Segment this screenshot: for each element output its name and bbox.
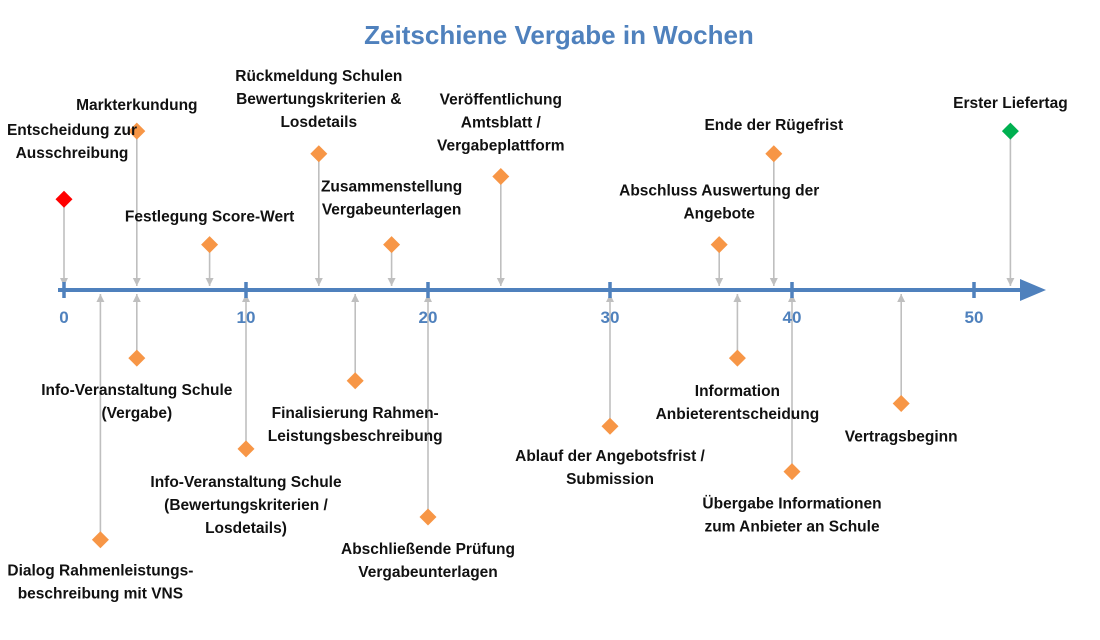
- event-label-line: Vergabeunterlagen: [358, 564, 498, 581]
- event-label-line: Information: [695, 383, 780, 400]
- event-label: Markterkundung: [76, 97, 197, 114]
- event-marker: [765, 145, 783, 163]
- event-label-line: Festlegung Score-Wert: [125, 209, 294, 226]
- axis-ticks: 0 10 20 30 40 50: [59, 282, 983, 327]
- event-label: Vertragsbeginn: [845, 429, 958, 446]
- event-marker: [710, 236, 728, 254]
- event-label-line: Vergabeunterlagen: [322, 202, 462, 219]
- event-label-line: Submission: [566, 471, 654, 488]
- axis-arrow-icon: [1020, 279, 1046, 301]
- stem-arrowhead-icon: [769, 278, 778, 286]
- event-label-line: Abschließende Prüfung: [341, 541, 515, 558]
- stem-arrowhead-icon: [132, 294, 141, 302]
- event-label-line: Markterkundung: [76, 97, 197, 114]
- event-marker: [55, 190, 73, 208]
- axis-tick-label: 30: [601, 308, 620, 327]
- event-marker: [601, 417, 619, 435]
- event-label-line: Bewertungskriterien &: [236, 91, 401, 108]
- event-label-line: Rückmeldung Schulen: [235, 68, 402, 85]
- axis-tick-label: 40: [783, 308, 802, 327]
- event-label: Erster Liefertag: [953, 95, 1068, 112]
- axis-tick-label: 50: [965, 308, 984, 327]
- event-marker: [91, 531, 109, 549]
- event-label-line: Ablauf der Angebotsfrist /: [515, 448, 705, 465]
- event-label-line: Anbieterentscheidung: [656, 406, 820, 423]
- stem-arrowhead-icon: [715, 278, 724, 286]
- stem-arrowhead-icon: [205, 278, 214, 286]
- event-label-line: Losdetails: [280, 114, 357, 131]
- axis-tick-label: 20: [419, 308, 438, 327]
- event-marker: [128, 349, 146, 367]
- stem-arrowhead-icon: [387, 278, 396, 286]
- event-label-line: Info-Veranstaltung Schule: [41, 382, 233, 399]
- event-label-line: Leistungsbeschreibung: [268, 428, 443, 445]
- event-label-line: Erster Liefertag: [953, 95, 1068, 112]
- event-label-line: Vertragsbeginn: [845, 429, 958, 446]
- stem-arrowhead-icon: [132, 278, 141, 286]
- event-label-line: Dialog Rahmenleistungs-: [7, 563, 193, 580]
- event-markers: [55, 122, 1019, 549]
- event-label-line: Entscheidung zur: [7, 122, 137, 139]
- event-marker: [128, 122, 146, 140]
- event-label-line: beschreibung mit VNS: [18, 586, 183, 603]
- event-marker: [419, 508, 437, 526]
- event-label-line: Abschluss Auswertung der: [619, 183, 819, 200]
- event-label: Übergabe Informationen zum Anbieter an Sc…: [702, 496, 881, 536]
- event-marker: [310, 145, 328, 163]
- event-label-line: Übergabe Informationen: [702, 496, 881, 513]
- event-marker: [346, 372, 364, 390]
- event-marker: [201, 236, 219, 254]
- stem-arrowhead-icon: [1006, 278, 1015, 286]
- chart-title: Zeitschiene Vergabe in Wochen: [364, 20, 754, 50]
- event-label-line: Veröffentlichung: [440, 92, 562, 109]
- event-label-line: Ausschreibung: [16, 145, 129, 162]
- stem-arrowhead-icon: [351, 294, 360, 302]
- stem-arrowhead-icon: [496, 278, 505, 286]
- event-label-line: (Bewertungskriterien /: [164, 497, 328, 514]
- event-marker: [728, 349, 746, 367]
- event-marker: [892, 395, 910, 412]
- event-label-line: Finalisierung Rahmen-: [272, 405, 439, 422]
- event-label: Ablauf der Angebotsfrist / Submission: [515, 448, 705, 488]
- event-label-line: Losdetails): [205, 520, 287, 537]
- event-label-line: Zusammenstellung: [321, 179, 462, 196]
- event-label-line: zum Anbieter an Schule: [704, 519, 880, 536]
- event-label: Festlegung Score-Wert: [125, 209, 294, 226]
- event-label: Finalisierung Rahmen- Leistungsbeschreibu…: [268, 405, 443, 445]
- event-label: Dialog Rahmenleistungs-beschreibung mit …: [7, 563, 193, 603]
- event-label: Info-Veranstaltung Schule (Bewertungskrit…: [150, 474, 342, 537]
- event-marker: [383, 236, 401, 254]
- stem-arrowhead-icon: [733, 294, 742, 302]
- event-label-line: Angebote: [683, 206, 755, 223]
- stem-arrowhead-icon: [897, 294, 906, 302]
- event-marker: [492, 168, 510, 185]
- event-marker: [1001, 122, 1019, 140]
- axis-tick-label: 0: [59, 308, 68, 327]
- event-label-line: Vergabeplattform: [437, 138, 564, 155]
- event-label: Info-Veranstaltung Schule (Vergabe): [41, 382, 233, 422]
- event-label-line: Amtsblatt /: [461, 115, 542, 132]
- event-label-line: Info-Veranstaltung Schule: [150, 474, 342, 491]
- event-label-line: Ende der Rügefrist: [704, 117, 843, 134]
- event-label: Ende der Rügefrist: [704, 117, 843, 134]
- event-marker: [237, 440, 255, 458]
- stem-arrowhead-icon: [96, 294, 105, 302]
- event-label-line: (Vergabe): [101, 405, 172, 422]
- time-axis: [58, 279, 1046, 301]
- axis-tick-label: 10: [237, 308, 256, 327]
- stem-arrowhead-icon: [314, 278, 323, 286]
- event-marker: [783, 463, 801, 481]
